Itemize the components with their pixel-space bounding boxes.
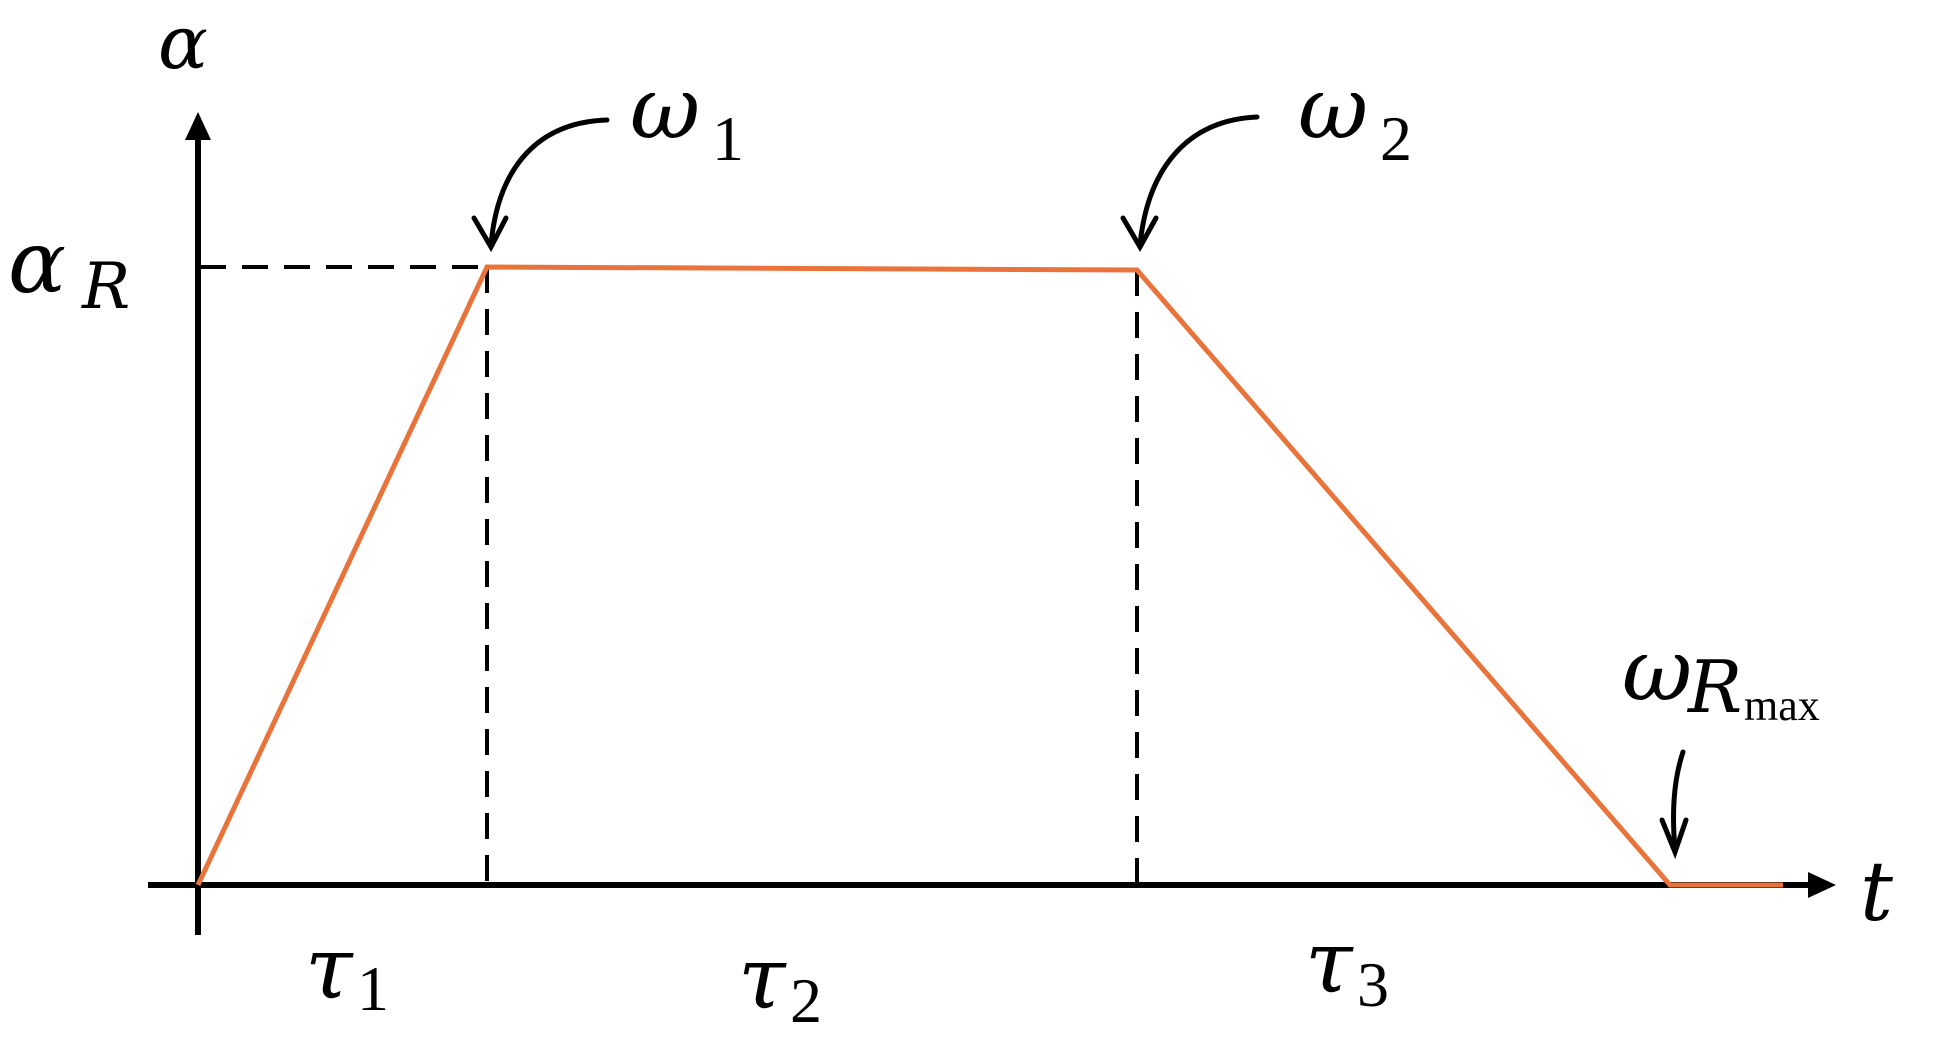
tau1-subscript: 1	[357, 953, 389, 1024]
omegaRmax-arrow-icon	[1671, 749, 1686, 853]
tau3-subscript: 3	[1357, 949, 1389, 1020]
omega2-symbol: ω	[1298, 59, 1368, 159]
omegaRmax-arrowhead-icon	[1659, 817, 1689, 860]
omega-rmax-symbol: ω	[1622, 621, 1692, 721]
tau2-subscript: 2	[790, 965, 822, 1036]
omega-rmax-subscript-r: R	[1686, 645, 1742, 729]
omega2-arrow-icon	[1137, 114, 1260, 248]
alpha-r-symbol: α	[8, 213, 66, 313]
annotation-arrows	[471, 114, 1689, 860]
tau3-label: τ 3	[1305, 913, 1389, 1020]
omega1-subscript: 1	[712, 103, 744, 174]
omega1-arrow-icon	[488, 117, 610, 248]
omega1-symbol: ω	[630, 59, 700, 159]
omega1-label: ω 1	[630, 59, 744, 174]
tau1-symbol: τ	[305, 919, 354, 1019]
x-axis-arrow-icon	[1808, 872, 1836, 898]
omega-rmax-label: ω R max	[1622, 621, 1820, 730]
tau2-label: τ 2	[738, 929, 822, 1036]
tau1-label: τ 1	[305, 919, 389, 1024]
y-axis	[185, 112, 211, 935]
y-axis-label: α	[158, 0, 208, 86]
dashed-guides	[200, 265, 1139, 885]
omega1-arrowhead-icon	[471, 215, 509, 253]
tau3-symbol: τ	[1305, 913, 1354, 1013]
omega2-label: ω 2	[1298, 59, 1412, 174]
alpha-profile-line	[195, 264, 1783, 888]
alpha-r-label: α R	[8, 213, 130, 324]
x-axis-label: t	[1860, 845, 1894, 940]
x-axis	[148, 872, 1836, 898]
tau2-symbol: τ	[738, 929, 787, 1029]
omega-rmax-subscript-max: max	[1744, 681, 1820, 730]
y-axis-arrow-icon	[185, 112, 211, 140]
alpha-r-subscript: R	[81, 250, 130, 324]
omega2-arrowhead-icon	[1120, 215, 1159, 253]
omega2-subscript: 2	[1380, 103, 1412, 174]
